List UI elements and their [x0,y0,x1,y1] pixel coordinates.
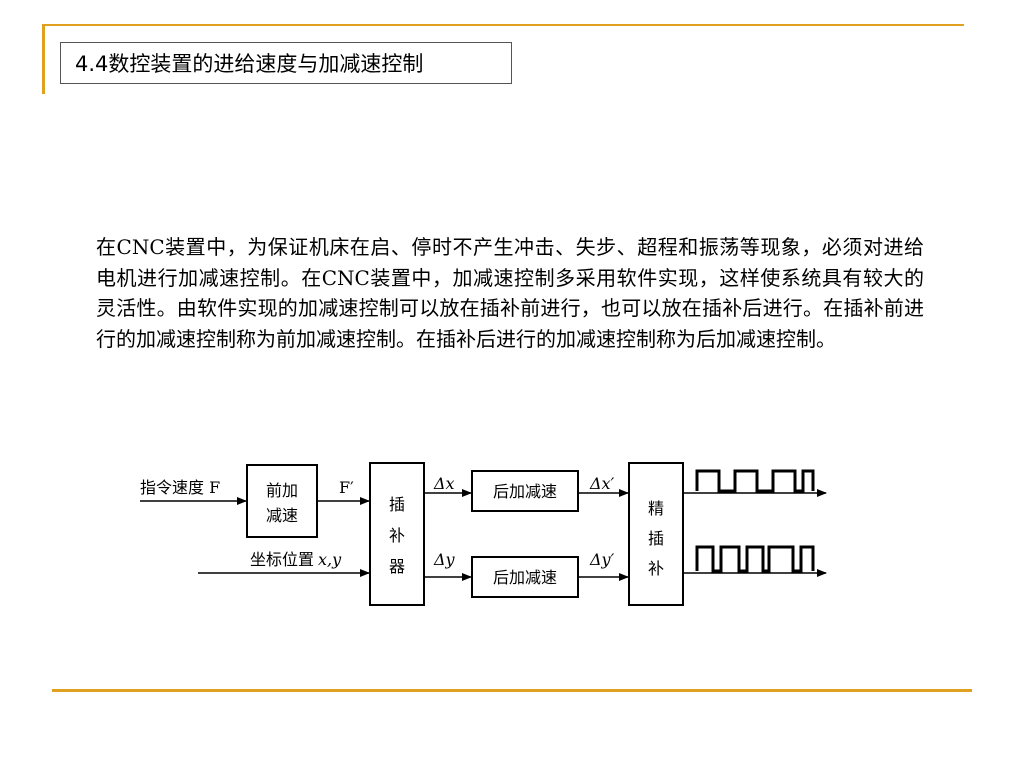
pre-accel-block [246,464,318,538]
pre-accel-label-2: 减速 [266,506,298,525]
post-accel-y-label: 后加减速 [493,568,557,587]
left-accent-rule [42,24,45,94]
body-paragraph: 在CNC装置中，为保证机床在启、停时不产生冲击、失步、超程和振荡等现象，必须对进… [96,235,924,351]
delta-y-prime-label: Δy′ [589,550,615,569]
f-prime-label: F′ [339,478,354,497]
delta-y-label: Δy [433,550,456,569]
interp-label-3: 器 [389,557,405,576]
post-accel-x-label: 后加减速 [493,482,557,501]
delta-x-label: Δx [433,474,455,493]
fine-interp-label-1: 精 [648,499,664,518]
slide-title: 4.4数控装置的进给速度与加减速控制 [60,42,512,84]
interpolator-block [369,462,425,606]
fine-interp-block [628,462,684,606]
interp-label-1: 插 [389,495,405,514]
post-accel-y-block [471,556,579,598]
interp-label-2: 补 [389,526,405,545]
feed-rate-label: 指令速度 F [140,478,220,497]
delta-x-prime-label: Δx′ [589,474,615,493]
top-accent-rule [42,24,964,26]
pre-accel-label-1: 前加 [266,481,298,500]
fine-interp-label-2: 插 [648,529,664,548]
y-pulse-train [695,545,815,573]
fine-interp-label-3: 补 [648,559,664,578]
x-pulse-train [695,469,815,493]
post-accel-x-block [471,470,579,512]
bottom-accent-rule [52,689,972,692]
